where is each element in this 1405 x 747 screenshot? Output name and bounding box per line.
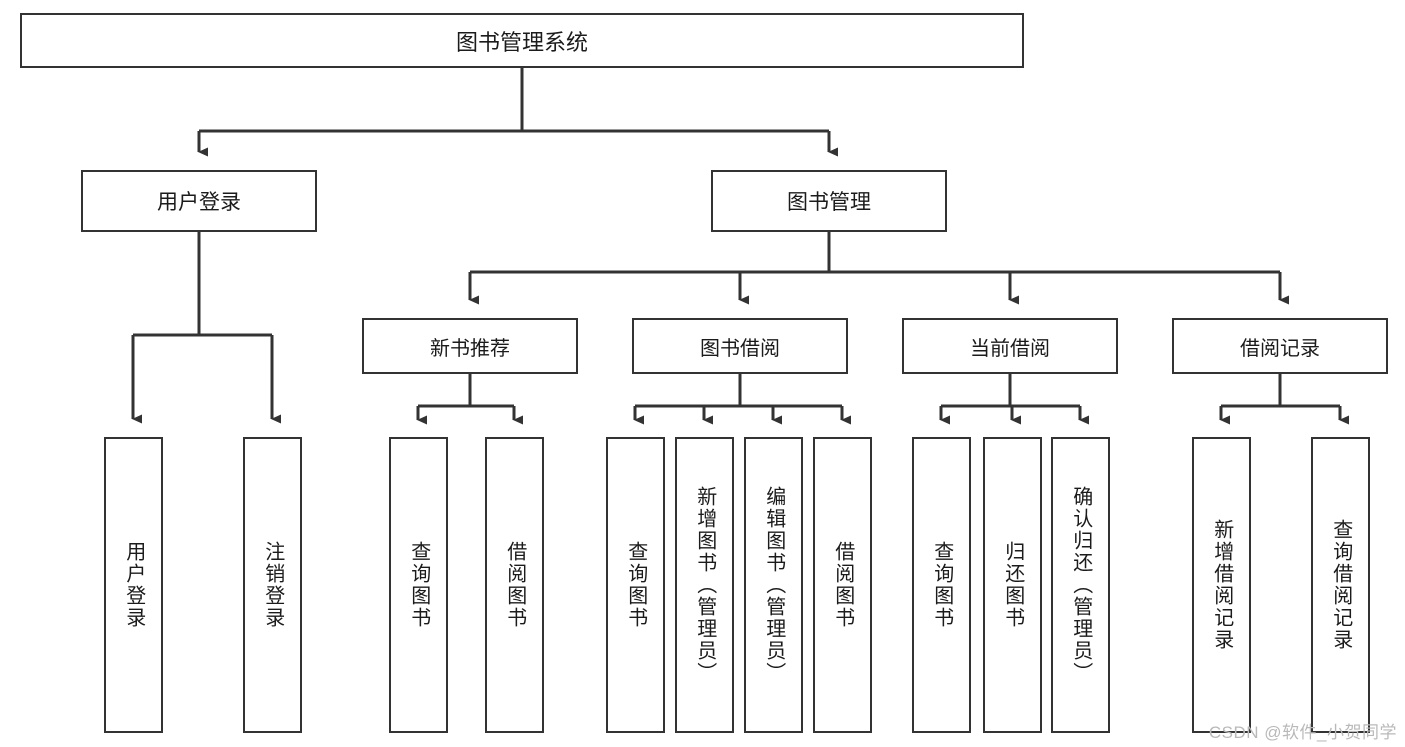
leaf-add-borrow-record[interactable]: 新增借阅记录 xyxy=(1192,437,1251,733)
leaf-label: 查询图书 xyxy=(407,541,430,629)
node-root[interactable]: 图书管理系统 xyxy=(20,13,1024,68)
leaf-label: 查询借阅记录 xyxy=(1329,519,1352,651)
csdn-watermark: CSDN @软件_小贺同学 xyxy=(1208,723,1397,742)
leaf-label: 查询图书 xyxy=(624,541,647,629)
node-current-borrow-label: 当前借阅 xyxy=(970,337,1050,360)
leaf-label: 注销登录 xyxy=(261,541,284,629)
node-book-management[interactable]: 图书管理 xyxy=(711,170,947,232)
node-current-borrow[interactable]: 当前借阅 xyxy=(902,318,1118,374)
node-borrow-record-label: 借阅记录 xyxy=(1240,337,1320,360)
node-user-login-label: 用户登录 xyxy=(157,191,241,214)
node-user-login[interactable]: 用户登录 xyxy=(81,170,317,232)
leaf-label: 查询图书 xyxy=(930,541,953,629)
leaf-user-login[interactable]: 用户登录 xyxy=(104,437,163,733)
leaf-logout[interactable]: 注销登录 xyxy=(243,437,302,733)
leaf-query-book-current[interactable]: 查询图书 xyxy=(912,437,971,733)
node-book-management-label: 图书管理 xyxy=(787,191,871,214)
node-book-borrow-label: 图书借阅 xyxy=(700,337,780,360)
leaf-label: 用户登录 xyxy=(122,541,145,629)
leaf-return-book[interactable]: 归还图书 xyxy=(983,437,1042,733)
leaf-label: 借阅图书 xyxy=(831,541,854,629)
node-new-book-recommend-label: 新书推荐 xyxy=(430,337,510,360)
leaf-label: 新增图书（管理员） xyxy=(693,486,716,684)
node-new-book-recommend[interactable]: 新书推荐 xyxy=(362,318,578,374)
leaf-label: 借阅图书 xyxy=(503,541,526,629)
node-root-label: 图书管理系统 xyxy=(455,29,588,55)
leaf-label: 确认归还（管理员） xyxy=(1069,486,1092,684)
node-book-borrow[interactable]: 图书借阅 xyxy=(632,318,848,374)
node-borrow-record[interactable]: 借阅记录 xyxy=(1172,318,1388,374)
leaf-borrow-book[interactable]: 借阅图书 xyxy=(813,437,872,733)
leaf-query-book-borrow[interactable]: 查询图书 xyxy=(606,437,665,733)
leaf-query-borrow-record[interactable]: 查询借阅记录 xyxy=(1311,437,1370,733)
leaf-confirm-return-admin[interactable]: 确认归还（管理员） xyxy=(1051,437,1110,733)
leaf-edit-book-admin[interactable]: 编辑图书（管理员） xyxy=(744,437,803,733)
leaf-add-book-admin[interactable]: 新增图书（管理员） xyxy=(675,437,734,733)
leaf-borrow-book-recommend[interactable]: 借阅图书 xyxy=(485,437,544,733)
leaf-label: 归还图书 xyxy=(1001,541,1024,629)
leaf-query-book-recommend[interactable]: 查询图书 xyxy=(389,437,448,733)
leaf-label: 新增借阅记录 xyxy=(1210,519,1233,651)
leaf-label: 编辑图书（管理员） xyxy=(762,486,785,684)
